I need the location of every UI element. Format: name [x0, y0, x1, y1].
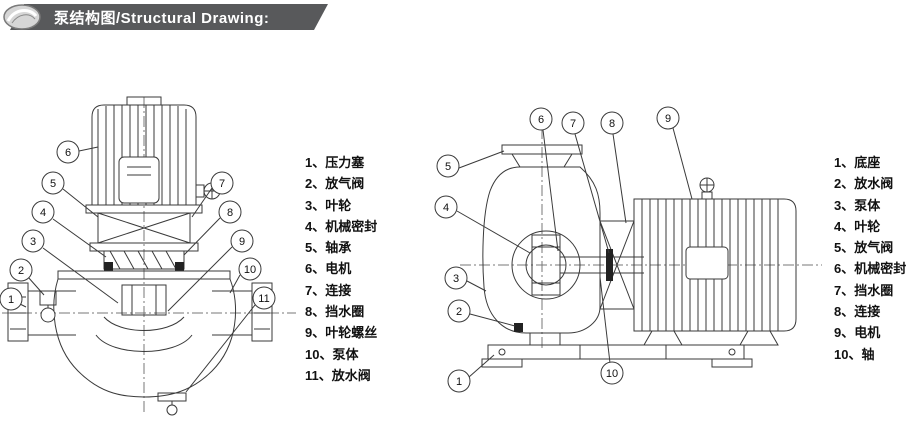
legend-item: 8、挡水圈: [305, 304, 365, 320]
legend-item: 5、轴承: [305, 240, 352, 256]
svg-text:8: 8: [227, 207, 233, 219]
legend-item: 1、压力塞: [305, 155, 365, 170]
callout-4: 4: [31, 200, 107, 258]
svg-text:7: 7: [570, 118, 576, 130]
centerlines: [2, 97, 296, 413]
callout-4: 4: [434, 195, 531, 254]
legend-item: 2、放水阀: [834, 176, 894, 192]
legend-item: 9、电机: [834, 325, 881, 341]
callout-1: 1: [447, 354, 495, 393]
callout-2: 2: [447, 299, 516, 327]
motor: [633, 198, 797, 346]
legend-item: 3、泵体: [834, 197, 881, 213]
svg-text:1: 1: [8, 294, 14, 306]
callout-10: 10: [599, 276, 624, 385]
shaft: [560, 256, 644, 274]
svg-text:10: 10: [244, 264, 256, 276]
svg-text:7: 7: [219, 178, 225, 190]
callout-10: 10: [229, 257, 262, 294]
callout-6: 6: [56, 140, 99, 164]
legend-item: 3、叶轮: [305, 197, 352, 213]
svg-text:10: 10: [606, 368, 618, 380]
motor-stand: [85, 204, 203, 252]
callout-9: 9: [167, 229, 254, 312]
callout-7: 7: [561, 111, 610, 254]
header-banner: 泵结构图/Structural Drawing:: [10, 4, 328, 30]
svg-text:3: 3: [453, 273, 459, 285]
legend-item: 6、电机: [305, 261, 352, 277]
right-legend: 1、底座 2、放水阀 3、泵体 4、叶轮 5、放气阀 6、机械密封 7、挡水圈 …: [834, 152, 906, 365]
horizontal-pump-drawing: 6 7 8 9 5 4 3 2 1 10: [434, 106, 822, 393]
svg-text:2: 2: [456, 306, 462, 318]
svg-text:9: 9: [665, 113, 671, 125]
air-valve-icon: [39, 290, 57, 323]
legend-item: 7、挡水圈: [834, 282, 894, 298]
callout-3: 3: [444, 266, 487, 292]
svg-text:2: 2: [18, 265, 24, 277]
seal-housing: [103, 250, 185, 271]
svg-text:5: 5: [445, 161, 451, 173]
svg-text:6: 6: [538, 114, 544, 126]
pump-casing: [482, 166, 601, 345]
svg-text:1: 1: [456, 376, 462, 388]
callout-8: 8: [183, 200, 242, 256]
legend-item: 9、叶轮螺丝: [305, 325, 378, 341]
brand-leaf-icon: [3, 4, 41, 30]
svg-text:4: 4: [40, 207, 46, 219]
drain-plug-icon: [514, 323, 523, 332]
callout-5: 5: [436, 150, 505, 178]
left-legend: 1、压力塞 2、放气阀 3、叶轮 4、机械密封 5、轴承 6、电机 7、连接 8…: [305, 152, 377, 386]
callout-8: 8: [600, 111, 627, 224]
svg-text:9: 9: [239, 236, 245, 248]
legend-item: 8、连接: [834, 304, 881, 320]
seal-bracket: [599, 220, 635, 310]
page-title: 泵结构图/Structural Drawing:: [54, 9, 270, 27]
drain-valve-icon: [157, 392, 187, 416]
callout-7: 7: [191, 171, 234, 218]
callout-9: 9: [656, 106, 693, 200]
centerlines: [460, 109, 822, 349]
svg-text:11: 11: [258, 293, 269, 305]
svg-text:8: 8: [609, 118, 615, 130]
lifting-eye-icon: [699, 177, 715, 200]
legend-item: 10、泵体: [305, 346, 359, 362]
legend-item: 10、轴: [834, 346, 875, 362]
callout-1: 1: [0, 287, 27, 311]
right-callouts: 6 7 8 9 5 4 3 2 1 10: [434, 106, 693, 393]
vertical-pump-drawing: 1 2 3 4 5 6 7 8 9 10 11: [0, 96, 296, 416]
svg-text:4: 4: [443, 202, 449, 214]
svg-text:5: 5: [50, 178, 56, 190]
legend-item: 2、放气阀: [305, 176, 365, 192]
callout-6: 6: [529, 107, 559, 252]
legend-item: 4、机械密封: [305, 218, 378, 234]
legend-item: 4、叶轮: [834, 218, 881, 234]
svg-text:6: 6: [65, 147, 71, 159]
callout-11: 11: [185, 286, 276, 393]
left-callouts: 1 2 3 4 5 6 7 8 9 10 11: [0, 140, 276, 393]
legend-item: 7、连接: [305, 282, 352, 298]
legend-item: 5、放气阀: [834, 240, 894, 256]
legend-item: 6、机械密封: [834, 261, 907, 277]
svg-text:3: 3: [30, 236, 36, 248]
legend-item: 11、放水阀: [305, 367, 371, 383]
callout-2: 2: [9, 258, 45, 296]
base-plate: [481, 344, 753, 368]
legend-item: 1、底座: [834, 155, 881, 170]
callout-3: 3: [21, 229, 119, 304]
callout-5: 5: [41, 171, 99, 218]
motor: [91, 96, 197, 206]
